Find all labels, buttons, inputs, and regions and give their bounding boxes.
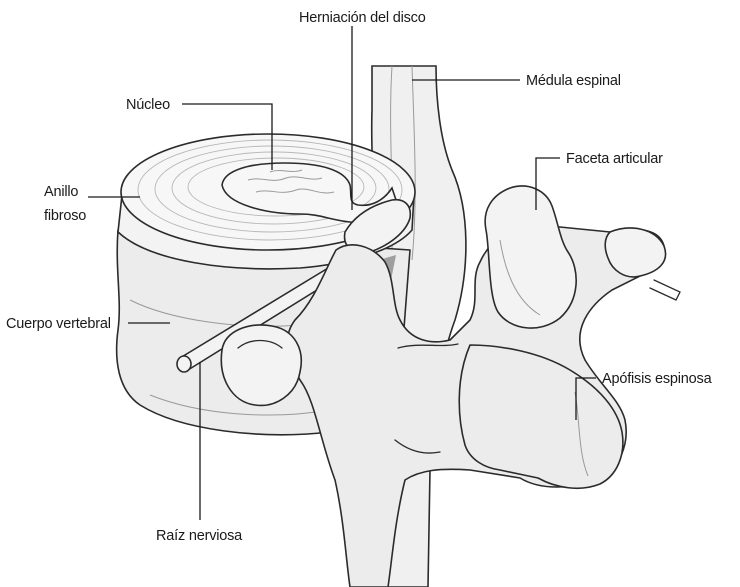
- label-spinal-cord: Médula espinal: [526, 73, 621, 89]
- label-nerve-root: Raíz nerviosa: [156, 528, 243, 544]
- label-nucleus: Núcleo: [126, 97, 170, 113]
- label-spinous-process: Apófisis espinosa: [602, 371, 713, 387]
- label-annulus-line1: Anillo: [44, 184, 78, 200]
- label-facet: Faceta articular: [566, 151, 663, 167]
- label-herniation: Herniación del disco: [299, 10, 426, 26]
- label-annulus-line2: fibroso: [44, 208, 86, 224]
- label-vertebral-body: Cuerpo vertebral: [6, 316, 111, 332]
